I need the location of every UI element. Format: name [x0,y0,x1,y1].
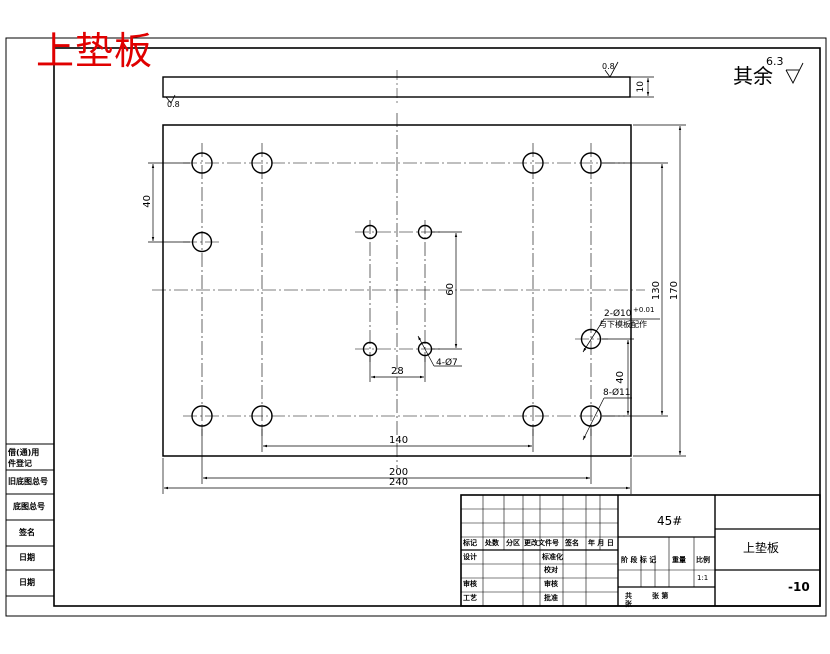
side-view [162,61,654,104]
material-value: 45# [657,514,683,528]
label-sheet-word: 张 [625,600,632,608]
dim-130: 130 [651,281,662,301]
center-lines [152,113,645,468]
dimension-lines [148,124,686,494]
roughness-bottom-label: 0.8 [167,100,180,109]
label-sheet-no: 张 第 [652,592,669,600]
left-col-signature: 签名 [19,528,35,537]
note-pin-holes: 2-Ø10 [604,309,632,319]
left-col-date-2: 日期 [19,578,35,587]
left-col-register: 件登记 [8,459,32,468]
note-bolt-holes: 8-Ø11 [603,388,631,398]
roughness-symbol [785,62,804,84]
thickness-dimension: 10 [636,81,646,93]
left-col-base-no: 底图总号 [13,502,45,511]
label-process: 工艺 [463,594,477,602]
hdr-doc-no: 更改文件号 [524,539,559,547]
dim-40-left: 40 [142,195,153,208]
drawing-number: -10 [788,580,810,594]
dim-60: 60 [445,283,456,296]
left-column-table [5,443,55,597]
hdr-date: 年 月 日 [588,539,614,547]
dim-140: 140 [389,435,409,446]
label-standardize: 标准化 [542,553,563,561]
drawing-red-title: 上垫板 [36,29,154,73]
label-stage-mark: 阶 段 标 记 [621,556,657,564]
hdr-sign: 签名 [565,539,579,547]
dim-28: 28 [391,366,404,377]
roughness-top-label: 0.8 [602,62,615,71]
left-col-borrowed: 借(通)用 [8,448,40,457]
hdr-count: 处数 [485,539,499,547]
label-proofread: 审核 [544,580,558,588]
dim-170: 170 [669,281,680,301]
label-weight: 重量 [672,556,686,564]
label-ratio: 比例 [696,556,710,564]
roughness-value: 6.3 [766,55,784,68]
left-col-date-1: 日期 [19,553,35,562]
label-review: 审核 [463,580,477,588]
left-col-old-base-no: 旧底图总号 [8,477,48,486]
dim-40-right: 40 [615,371,626,384]
dim-200: 200 [389,467,409,478]
title-block-grid [460,494,821,607]
label-check: 校对 [544,566,558,574]
dim-240: 240 [389,477,409,488]
note-small-holes: 4-Ø7 [436,358,458,368]
label-approve: 批准 [544,594,558,602]
note-pin-machining: 与下模板配作 [599,320,647,329]
note-pin-tolerance: +0.01 [633,306,655,314]
scale-value: 1:1 [697,574,709,582]
label-design: 设计 [463,553,477,561]
hdr-mark: 标记 [463,539,477,547]
surface-finish-note: 其余 [733,64,773,88]
hdr-zone: 分区 [506,539,520,547]
holes [191,152,602,427]
outer-frame [5,37,827,617]
inner-frame [53,47,821,607]
label-sheets-total: 共 [625,592,632,600]
part-name: 上垫板 [743,541,780,555]
